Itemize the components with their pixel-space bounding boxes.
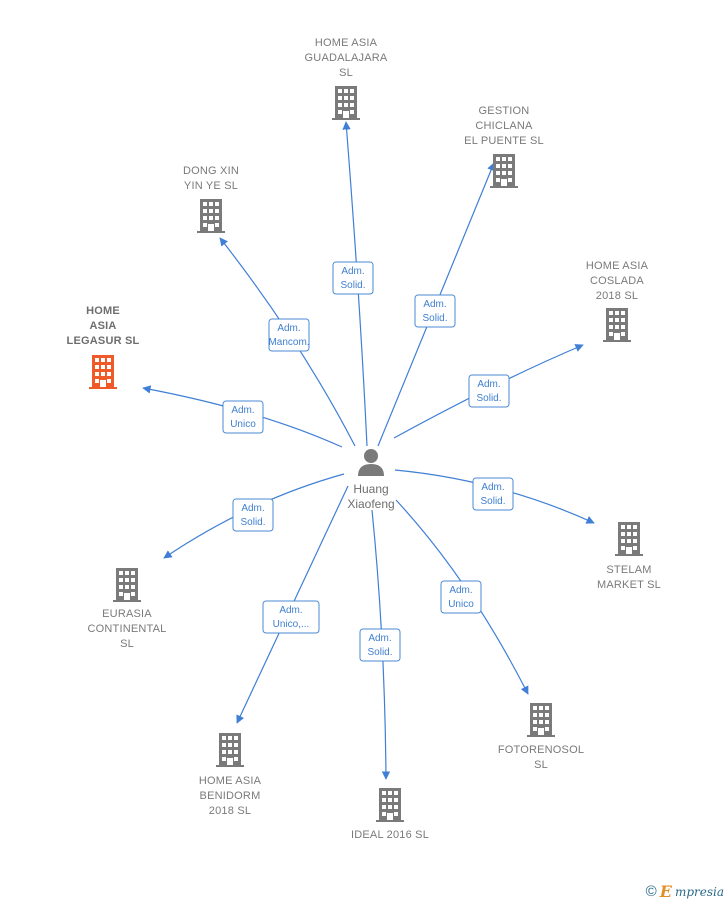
relation-box — [414, 294, 456, 328]
relation-text-line: Unico,... — [273, 619, 310, 630]
relation-label-home-asia-legasur[interactable]: Adm. Unico — [222, 400, 264, 434]
company-node-home-asia-benidorm[interactable]: HOME ASIA BENIDORM 2018 SL — [199, 733, 262, 817]
relation-label-stelam-market[interactable]: Adm. Solid. — [472, 477, 514, 511]
company-name-line: IDEAL 2016 SL — [351, 829, 429, 841]
relation-text-line: Adm. — [279, 605, 302, 616]
company-node-ideal-2016[interactable]: IDEAL 2016 SL — [351, 788, 429, 841]
company-name-line: STELAM — [606, 564, 651, 576]
relation-label-home-asia-guadalajara[interactable]: Adm. Solid. — [332, 261, 374, 295]
relation-text-line: Unico — [230, 419, 256, 430]
relation-text-line: Adm. — [477, 379, 500, 390]
company-name-line: CHICLANA — [475, 120, 533, 132]
relation-label-eurasia-continental[interactable]: Adm. Solid. — [232, 498, 274, 532]
relation-text-line: Adm. — [277, 323, 300, 334]
relation-label-dong-xin-yin-ye[interactable]: Adm. Mancom. — [268, 318, 310, 352]
company-name-line: FOTORENOSOL — [498, 744, 584, 756]
building-icon — [197, 199, 225, 233]
relation-label-home-asia-benidorm[interactable]: Adm. Unico,... — [262, 600, 320, 634]
company-name-line: SL — [534, 759, 548, 771]
relation-box — [359, 628, 401, 662]
copyright-symbol: © — [645, 883, 657, 900]
relation-box — [268, 318, 310, 352]
relation-label-gestion-chiclana[interactable]: Adm. Solid. — [414, 294, 456, 328]
company-name-line: 2018 SL — [596, 290, 638, 302]
edges-layer: Adm. Solid. Adm. Solid. Adm. Mancom. Adm. Solid… — [142, 121, 595, 780]
company-name-line: COSLADA — [590, 275, 644, 287]
relation-text-line: Adm. — [241, 503, 264, 514]
company-name-line: GUADALAJARA — [305, 52, 388, 64]
relation-box — [440, 580, 482, 614]
relation-text-line: Adm. — [341, 266, 364, 277]
company-name-line: HOME ASIA — [315, 37, 378, 49]
company-name-line: MARKET SL — [597, 579, 661, 591]
company-name-line: CONTINENTAL — [87, 623, 166, 635]
relation-label-fotorenosol[interactable]: Adm. Unico — [440, 580, 482, 614]
building-icon — [332, 86, 360, 120]
person-name-line-2: Xiaofeng — [347, 497, 394, 511]
relation-text-line: Adm. — [481, 482, 504, 493]
building-icon — [89, 355, 117, 389]
company-node-home-asia-legasur[interactable]: HOME ASIA LEGASUR SL — [67, 305, 140, 389]
company-node-eurasia-continental[interactable]: EURASIA CONTINENTAL SL — [87, 568, 166, 650]
company-node-fotorenosol[interactable]: FOTORENOSOL SL — [498, 703, 584, 771]
relation-box — [222, 400, 264, 434]
company-name-line: HOME — [86, 305, 120, 317]
building-icon — [615, 522, 643, 556]
company-name-line: HOME ASIA — [199, 775, 262, 787]
relation-text-line: Solid. — [480, 496, 505, 507]
company-node-home-asia-coslada[interactable]: HOME ASIA COSLADA 2018 SL — [586, 260, 649, 342]
building-icon — [113, 568, 141, 602]
company-node-stelam-market[interactable]: STELAM MARKET SL — [597, 522, 661, 591]
company-name-line: LEGASUR SL — [67, 335, 140, 347]
company-name-line: YIN YE SL — [184, 180, 238, 192]
company-node-home-asia-guadalajara[interactable]: HOME ASIA GUADALAJARA SL — [305, 37, 388, 120]
building-icon — [603, 308, 631, 342]
person-icon — [358, 449, 384, 476]
relation-text-line: Unico — [448, 599, 474, 610]
company-name-line: DONG XIN — [183, 165, 239, 177]
nodes-layer: HOME ASIA GUADALAJARA SL GESTION CHICLANA EL … — [67, 37, 661, 841]
relation-box — [468, 374, 510, 408]
building-icon — [216, 733, 244, 767]
company-name-line: SL — [120, 638, 134, 650]
center-person[interactable]: Huang Xiaofeng — [347, 449, 395, 511]
relation-text-line: Adm. — [423, 299, 446, 310]
relation-box — [232, 498, 274, 532]
relation-text-line: Adm. — [449, 585, 472, 596]
building-icon — [490, 154, 518, 188]
relation-text-line: Solid. — [422, 313, 447, 324]
relation-box — [472, 477, 514, 511]
relation-box — [262, 600, 320, 634]
company-name-line: 2018 SL — [209, 805, 251, 817]
company-name-line: SL — [339, 67, 353, 79]
brand-name: mpresia — [674, 884, 724, 899]
relation-label-home-asia-coslada[interactable]: Adm. Solid. — [468, 374, 510, 408]
relation-text-line: Solid. — [240, 517, 265, 528]
building-icon — [527, 703, 555, 737]
relation-box — [332, 261, 374, 295]
company-name-line: ASIA — [89, 320, 116, 332]
company-node-dong-xin-yin-ye[interactable]: DONG XIN YIN YE SL — [183, 165, 239, 233]
person-name-line-1: Huang — [353, 482, 388, 496]
company-name-line: EURASIA — [102, 608, 152, 620]
relation-text-line: Solid. — [340, 280, 365, 291]
company-name-line: GESTION — [479, 105, 530, 117]
relation-text-line: Solid. — [476, 393, 501, 404]
company-name-line: HOME ASIA — [586, 260, 649, 272]
company-name-line: EL PUENTE SL — [464, 135, 544, 147]
relation-text-line: Mancom. — [268, 337, 309, 348]
building-icon — [376, 788, 404, 822]
relation-text-line: Solid. — [367, 647, 392, 658]
brand-initial: E — [659, 882, 672, 901]
relation-text-line: Adm. — [368, 633, 391, 644]
company-node-gestion-chiclana[interactable]: GESTION CHICLANA EL PUENTE SL — [464, 105, 544, 188]
relation-text-line: Adm. — [231, 405, 254, 416]
company-name-line: BENIDORM — [200, 790, 261, 802]
relation-label-ideal-2016[interactable]: Adm. Solid. — [359, 628, 401, 662]
